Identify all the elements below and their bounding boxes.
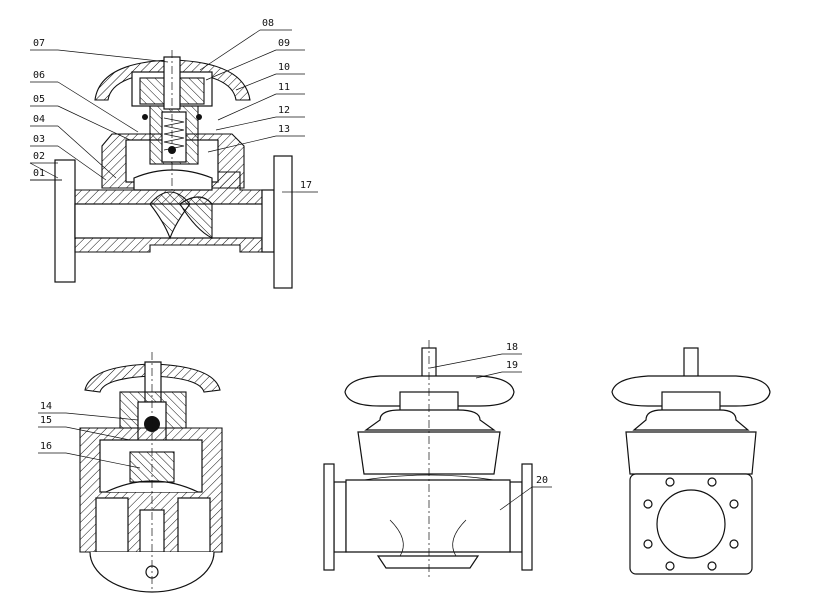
callout-label: 01 xyxy=(33,168,45,179)
flange-left-front xyxy=(323,463,335,571)
callout-label: 02 xyxy=(33,151,45,162)
left-flange xyxy=(54,159,76,283)
callout-06: 06 xyxy=(30,70,139,133)
callout-14: 14 xyxy=(38,401,139,421)
callout-label: 18 xyxy=(506,342,518,353)
callout-08: 08 xyxy=(199,18,292,71)
callout-label: 17 xyxy=(300,180,312,191)
handwheel-side xyxy=(84,363,221,393)
section-view xyxy=(54,50,293,289)
callout-label: 10 xyxy=(278,62,290,73)
end-view xyxy=(611,347,771,575)
flange-right-front xyxy=(521,463,533,571)
callout-18: 18 xyxy=(429,342,522,369)
callout-10: 10 xyxy=(235,62,305,91)
bolt-holes xyxy=(643,477,739,571)
callout-label: 07 xyxy=(33,38,45,49)
callout-15: 15 xyxy=(38,415,131,441)
callout-09: 09 xyxy=(205,38,305,81)
callout-19: 19 xyxy=(475,360,522,379)
handwheel-front xyxy=(344,375,515,407)
diaphragm xyxy=(133,169,213,191)
callout-label: 19 xyxy=(506,360,518,371)
callout-label: 20 xyxy=(536,475,548,486)
callout-layer: 01 02 03 04 05 06 07 08 09 10 11 12 13 14 15 16 17 18 19 20 xyxy=(29,18,552,511)
callout-label: 13 xyxy=(278,124,290,135)
callout-07: 07 xyxy=(30,38,169,63)
callout-05: 05 xyxy=(30,94,131,141)
bonnet-end xyxy=(625,431,757,475)
callout-03: 03 xyxy=(30,134,107,181)
callout-label: 15 xyxy=(40,415,52,426)
callout-04: 04 xyxy=(30,114,117,179)
callout-17: 17 xyxy=(282,180,318,193)
callout-13: 13 xyxy=(207,124,305,153)
callout-label: 04 xyxy=(33,114,45,125)
callout-label: 05 xyxy=(33,94,45,105)
callout-label: 06 xyxy=(33,70,45,81)
callout-16: 16 xyxy=(38,441,141,469)
side-section-view xyxy=(79,352,223,593)
callout-label: 12 xyxy=(278,105,290,116)
callout-02: 02 xyxy=(29,151,59,179)
callout-label: 03 xyxy=(33,134,45,145)
callout-label: 16 xyxy=(40,441,52,452)
callout-label: 09 xyxy=(278,38,290,49)
front-view xyxy=(323,340,533,580)
callout-label: 11 xyxy=(278,82,290,93)
handwheel-end xyxy=(611,375,771,407)
body-front xyxy=(345,479,511,553)
callout-01: 01 xyxy=(30,168,62,181)
callout-label: 14 xyxy=(40,401,52,412)
spring xyxy=(163,117,185,151)
callout-label: 08 xyxy=(262,18,274,29)
callout-20: 20 xyxy=(499,475,552,511)
callout-12: 12 xyxy=(215,105,305,131)
right-flange xyxy=(273,155,293,289)
callout-11: 11 xyxy=(217,82,305,121)
